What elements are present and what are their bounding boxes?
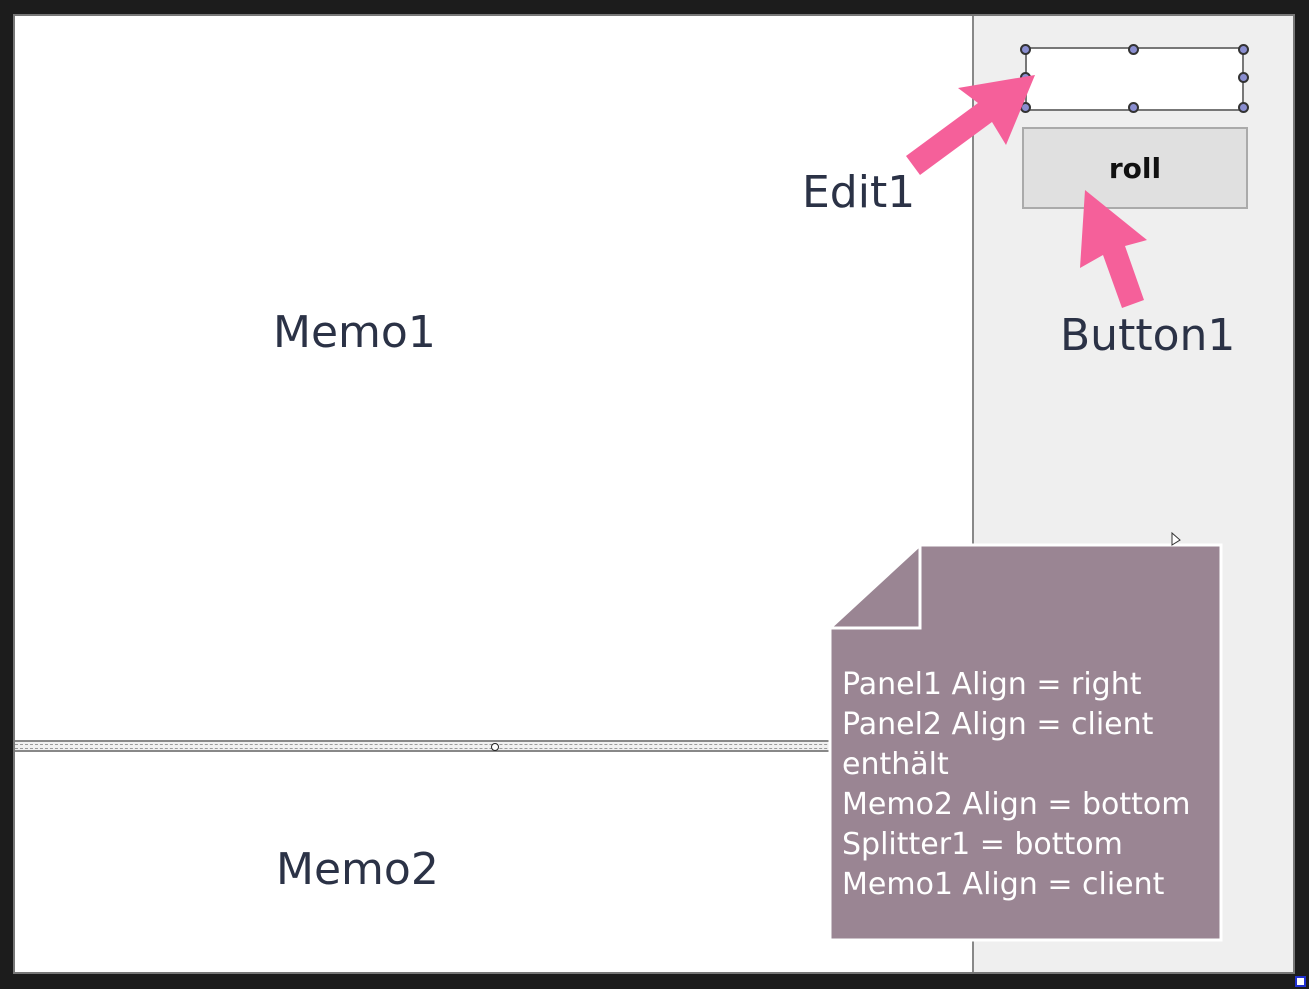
- resize-handle-icon[interactable]: [1020, 44, 1031, 55]
- resize-handle-icon[interactable]: [1128, 44, 1139, 55]
- cursor-icon: [1171, 531, 1181, 546]
- splitter1[interactable]: [15, 740, 972, 752]
- memo2-label: Memo2: [276, 844, 439, 895]
- roll-button[interactable]: roll: [1022, 127, 1248, 209]
- memo1[interactable]: [15, 16, 972, 740]
- note-line: Memo2 Align = bottom: [842, 787, 1191, 822]
- note-line: Splitter1 = bottom: [842, 827, 1123, 862]
- roll-button-label: roll: [1108, 151, 1162, 185]
- memo2[interactable]: [15, 752, 972, 972]
- note-line: Memo1 Align = client: [842, 867, 1165, 902]
- arrow-icon: [1080, 190, 1147, 308]
- resize-handle-icon[interactable]: [1238, 44, 1249, 55]
- button1-label: Button1: [1060, 310, 1236, 361]
- note-line: Panel2 Align = client: [842, 707, 1154, 742]
- resize-handle-icon[interactable]: [1128, 102, 1139, 113]
- note-line: enthält: [842, 747, 949, 782]
- form-resize-handle-icon[interactable]: [1295, 976, 1306, 987]
- splitter-grip-icon[interactable]: [491, 743, 499, 751]
- arrow-icon: [906, 75, 1035, 175]
- resize-handle-icon[interactable]: [1238, 102, 1249, 113]
- note-line: Panel1 Align = right: [842, 667, 1142, 702]
- memo1-label: Memo1: [273, 307, 436, 358]
- edit1-label: Edit1: [802, 167, 916, 218]
- resize-handle-icon[interactable]: [1238, 72, 1249, 83]
- note-fold: [826, 541, 922, 630]
